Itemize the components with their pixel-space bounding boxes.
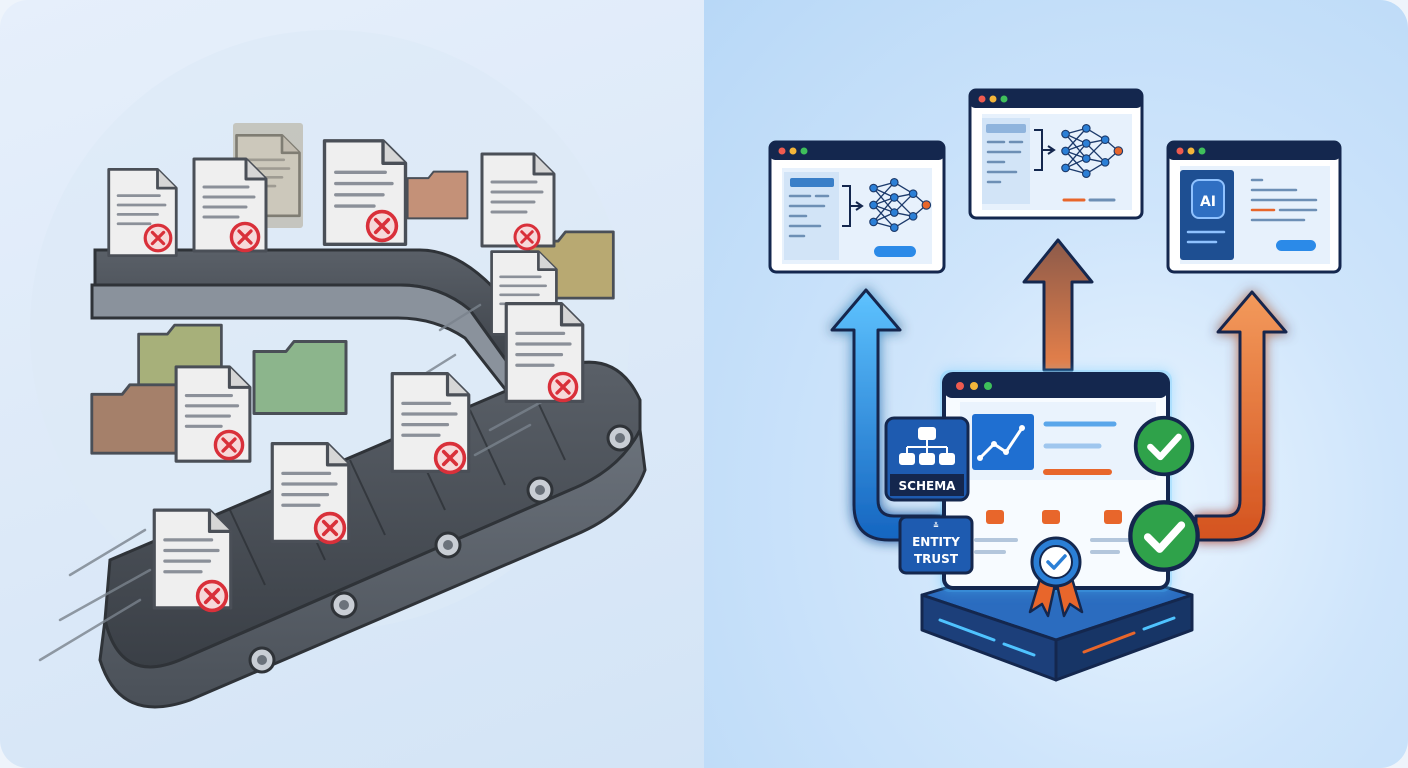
rejected-document-2 [192, 157, 268, 253]
x-circle-icon [313, 511, 347, 545]
rejected-document-1 [107, 167, 178, 258]
ai-window-left [768, 140, 946, 274]
x-circle-icon [229, 221, 261, 253]
center-arrow [1022, 238, 1094, 372]
rejected-document-3 [322, 138, 408, 247]
ai-window-right: AI [1166, 140, 1342, 274]
ai-chip-icon [1191, 179, 1225, 219]
verified-ribbon-icon [1028, 536, 1084, 618]
folder-brown [90, 383, 181, 455]
x-circle-icon [547, 371, 579, 403]
right-panel: AI [704, 0, 1408, 768]
conveyor-scene [30, 30, 647, 709]
check-circle-icon [1136, 418, 1193, 475]
x-circle-icon [513, 223, 541, 251]
rejected-document-4 [480, 152, 556, 251]
x-circle-icon [365, 209, 399, 243]
orange-arrow [1194, 290, 1288, 542]
sitemap-icon [899, 427, 955, 465]
x-circle-icon [195, 579, 229, 613]
rejected-document-6 [174, 365, 252, 463]
entity-trust-label-line1: ENTITY [912, 535, 960, 549]
schema-badge: SCHEMA [884, 416, 970, 502]
rejected-document-5 [504, 301, 585, 404]
check-circle-icon [1130, 502, 1197, 569]
ai-label: AI [1200, 194, 1216, 210]
folder-tan-top [406, 170, 469, 220]
x-circle-icon [213, 429, 245, 461]
blue-arrow [830, 288, 946, 542]
line-chart-icon [972, 414, 1034, 470]
folder-green [252, 339, 348, 416]
rejected-document-9 [152, 508, 233, 613]
entity-trust-label-line2: TRUST [914, 552, 959, 566]
schema-label: SCHEMA [899, 479, 957, 493]
left-panel [0, 0, 704, 768]
entity-trust-mark: ≛ [933, 521, 939, 530]
rejected-document-7 [390, 371, 471, 475]
main-content-window [940, 370, 1172, 592]
x-circle-icon [433, 441, 467, 475]
rejected-document-8 [270, 441, 351, 545]
ai-hub-scene: AI [768, 88, 1342, 682]
ai-window-center [968, 88, 1144, 220]
x-circle-icon [143, 223, 173, 253]
entity-trust-badge: ≛ ENTITY TRUST [898, 515, 974, 575]
